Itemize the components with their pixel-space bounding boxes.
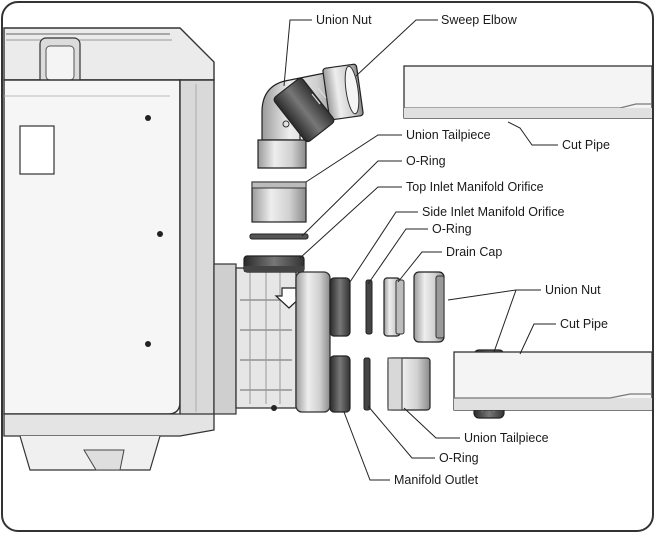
leader-lines — [283, 19, 558, 481]
label-cut-pipe-top: Cut Pipe — [562, 138, 610, 152]
union-nut-right-upper-part — [413, 271, 445, 343]
label-o-ring-top: O-Ring — [406, 154, 446, 168]
o-ring-bottom-part — [363, 357, 371, 411]
label-union-tailpiece-top: Union Tailpiece — [406, 128, 491, 142]
label-sweep-elbow: Sweep Elbow — [441, 13, 518, 27]
label-union-tailpiece-bottom: Union Tailpiece — [464, 431, 549, 445]
label-union-nut-right: Union Nut — [545, 283, 601, 297]
union-tailpiece-bottom-part — [387, 357, 431, 411]
heater-body — [3, 27, 215, 471]
label-union-nut-top: Union Nut — [316, 13, 372, 27]
o-ring-top-part — [249, 233, 309, 240]
cut-pipe-right-part — [453, 351, 653, 411]
o-ring-mid-part — [365, 279, 373, 335]
union-tailpiece-top-part — [251, 181, 307, 223]
union-nut-top-part — [273, 77, 335, 143]
label-drain-cap: Drain Cap — [446, 245, 502, 259]
label-o-ring-mid: O-Ring — [432, 222, 472, 236]
drain-cap-part — [383, 277, 405, 337]
label-side-inlet-manifold-orifice: Side Inlet Manifold Orifice — [422, 205, 564, 219]
label-o-ring-bottom: O-Ring — [439, 451, 479, 465]
label-manifold-outlet: Manifold Outlet — [394, 473, 479, 487]
manifold-assembly — [213, 255, 351, 415]
cut-pipe-top-part — [403, 65, 653, 119]
label-top-inlet-manifold-orifice: Top Inlet Manifold Orifice — [406, 180, 544, 194]
label-cut-pipe-right: Cut Pipe — [560, 317, 608, 331]
